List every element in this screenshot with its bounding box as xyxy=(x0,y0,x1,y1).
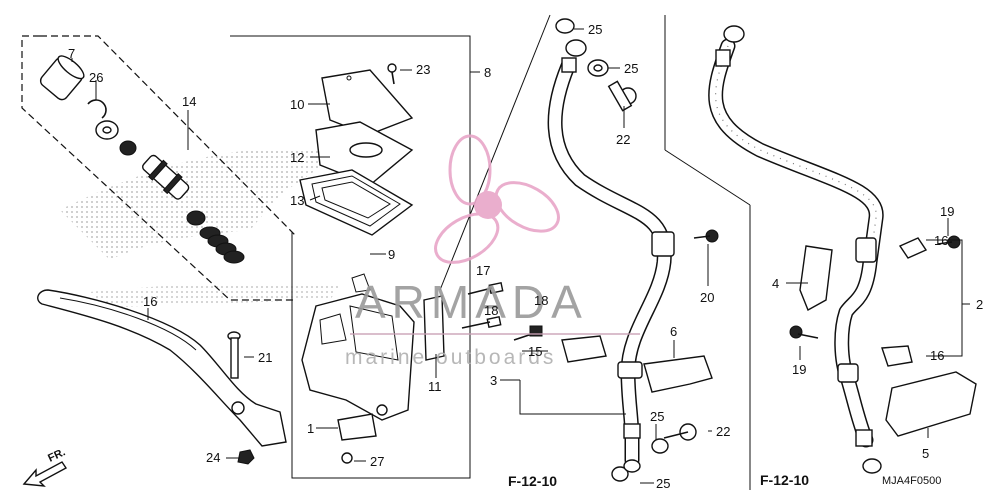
callout-7: 7 xyxy=(68,46,75,61)
callout-19-left: 19 xyxy=(792,362,806,377)
callout-25-lower: 25 xyxy=(650,409,664,424)
diaphragm-part xyxy=(299,169,414,236)
callout-16-bottom: 16 xyxy=(930,348,944,363)
bracket-part-5 xyxy=(885,371,977,437)
callout-18-top: 17 xyxy=(476,263,490,278)
reference-f-12-10-right: F-12-10 xyxy=(760,472,809,488)
watermark-brand: ARMADA xyxy=(355,276,588,328)
callout-4: 4 xyxy=(772,276,779,291)
callout-1: 1 xyxy=(307,421,314,436)
piston-part xyxy=(142,154,190,200)
bracket-part-4 xyxy=(799,245,833,311)
callout-10: 10 xyxy=(290,97,304,112)
reference-f-12-10-left: F-12-10 xyxy=(508,473,557,489)
leader-lines xyxy=(71,28,970,484)
callout-22-top: 22 xyxy=(616,132,630,147)
callout-27: 27 xyxy=(370,454,384,469)
bracket-part-6 xyxy=(643,355,713,393)
pivot-bolt-part xyxy=(227,331,241,379)
brake-lever xyxy=(37,289,287,465)
reservoir-cap-part xyxy=(321,69,414,136)
callout-26: 26 xyxy=(89,70,103,85)
hose-clamp-part xyxy=(561,335,607,363)
brake-hose-front xyxy=(547,39,713,473)
callout-5: 5 xyxy=(922,446,929,461)
armada-watermark: ARMADA marine outboards xyxy=(345,134,640,369)
spring-part xyxy=(199,226,245,264)
callout-24: 24 xyxy=(206,450,220,465)
watermark-tagline: marine outboards xyxy=(345,346,556,369)
callout-6: 6 xyxy=(670,324,677,339)
brake-hose-rear xyxy=(708,25,977,474)
callout-25-top: 25 xyxy=(588,22,602,37)
callout-18-bottom: 18 xyxy=(484,303,498,318)
callout-2: 2 xyxy=(976,297,983,312)
callout-11: 11 xyxy=(428,379,442,394)
reference-labels: F-12-10 F-12-10 MJA4F0500 xyxy=(508,472,941,489)
callout-21: 21 xyxy=(258,350,272,365)
piston-kit xyxy=(39,55,245,264)
callout-17: 16 xyxy=(143,294,157,309)
front-direction-label: FR. xyxy=(46,446,67,464)
reservoir-cap-parts xyxy=(299,63,414,236)
assembly-brackets xyxy=(21,14,751,490)
clamp-part xyxy=(337,413,377,441)
armada-logo-icon xyxy=(434,134,560,264)
callout-8: 8 xyxy=(484,65,491,80)
holder-part xyxy=(423,295,445,361)
callout-9: 9 xyxy=(388,247,395,262)
circlip-part xyxy=(87,99,107,119)
boot-part xyxy=(39,55,85,101)
master-cylinder-body xyxy=(301,273,445,464)
fasteners xyxy=(461,18,961,482)
callout-14: 14 xyxy=(182,94,196,109)
background-silhouette xyxy=(60,148,340,308)
callout-labels: 7 26 14 10 12 13 9 23 8 16 21 24 1 27 11… xyxy=(68,22,983,491)
front-direction-arrow-icon: FR. xyxy=(22,446,67,487)
callout-16-top: 16 xyxy=(934,233,948,248)
callout-20: 20 xyxy=(700,290,714,305)
callout-22-bottom: 22 xyxy=(716,424,730,439)
callout-25-upper: 25 xyxy=(624,61,638,76)
pivot-nut-part xyxy=(237,449,255,465)
callout-19-center: 18 xyxy=(534,293,548,308)
callout-3: 3 xyxy=(490,373,497,388)
callout-25-bottom: 25 xyxy=(656,476,670,491)
callout-19-right: 19 xyxy=(940,204,954,219)
callout-12: 12 xyxy=(290,150,304,165)
callout-23: 23 xyxy=(416,62,430,77)
callout-13: 13 xyxy=(290,193,304,208)
callout-15: 15 xyxy=(528,344,542,359)
diagram-code: MJA4F0500 xyxy=(882,475,941,487)
